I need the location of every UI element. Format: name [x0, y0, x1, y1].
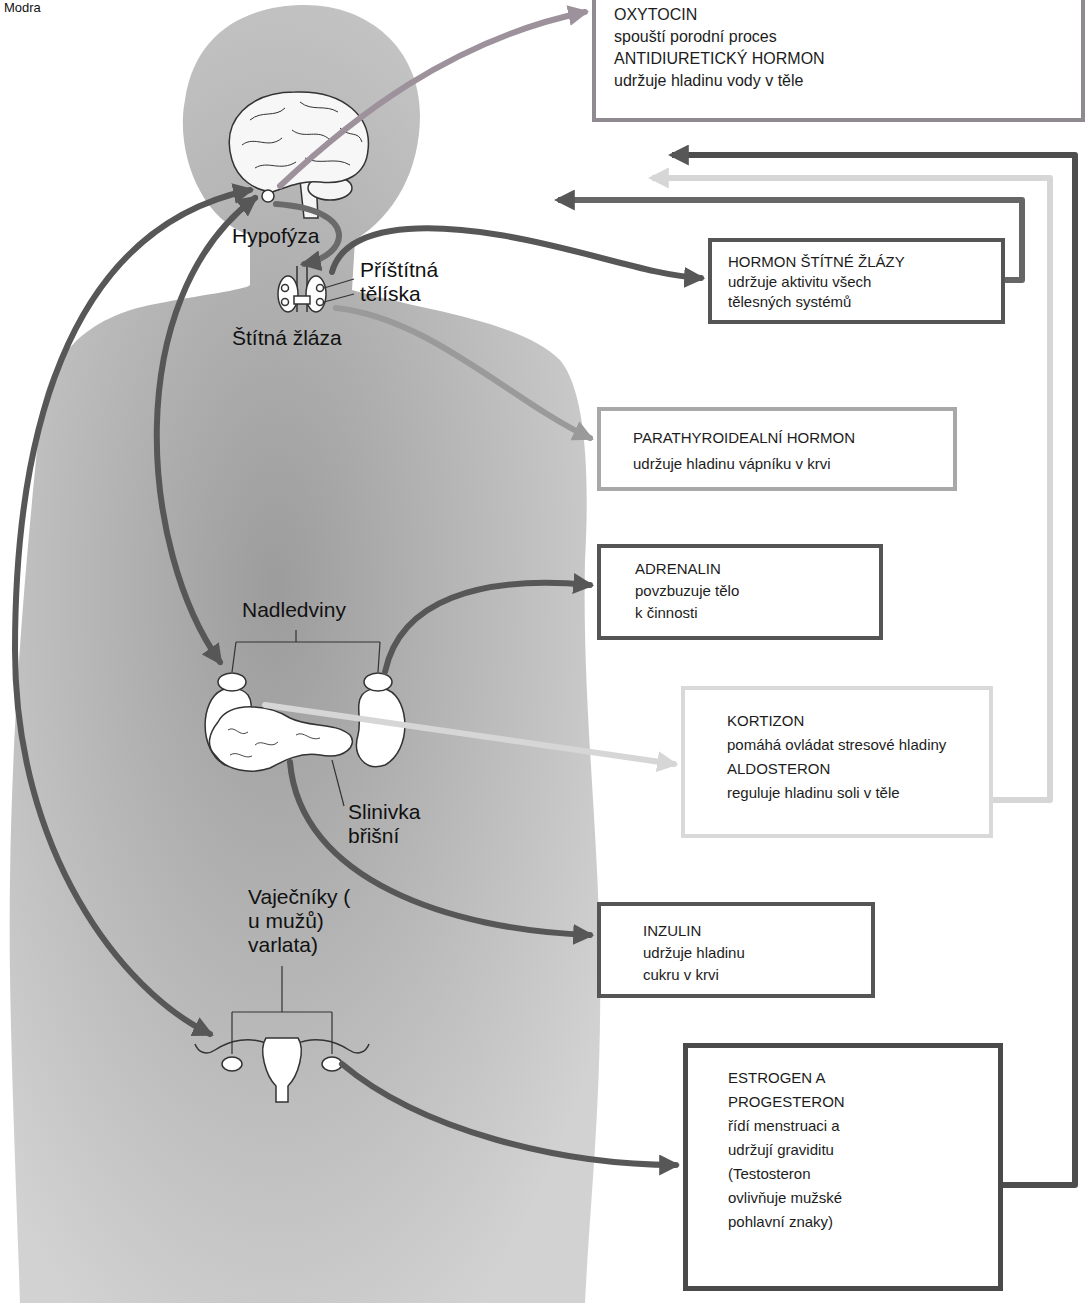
feedback-arrows — [558, 155, 1075, 1185]
hormone-text: ESTROGEN A PROGESTERON — [728, 1066, 868, 1114]
adrenal-gland — [364, 673, 392, 691]
hormone-text: pomáhá ovládat stresové hladiny — [727, 734, 947, 756]
hormone-text: HORMON ŠTÍTNÉ ŽLÁZY — [728, 252, 928, 272]
thyroid — [278, 266, 326, 312]
trachea — [297, 266, 307, 312]
parathyroid — [282, 285, 289, 292]
uterus-and-ovaries — [195, 1038, 369, 1102]
body-silhouette — [10, 5, 601, 1303]
hormone-text: udržuje hladinu cukru v krvi — [643, 942, 773, 986]
hormone-text: reguluje hladinu soli v těle — [727, 782, 947, 804]
uterus — [263, 1038, 302, 1102]
hormone-text: ANTIDIURETICKÝ HORMON — [614, 48, 1054, 70]
hormone-text: (Testosteron ovlivňuje mužské pohlavní z… — [728, 1162, 868, 1234]
hormone-arrow — [342, 1064, 676, 1165]
organ-label: Příštítná tělíska — [360, 258, 460, 306]
cerebrum — [229, 92, 368, 192]
hormone-text: udržuje hladinu vody v těle — [614, 70, 1054, 92]
thyroid-isthmus — [294, 296, 310, 304]
parathyroid — [317, 285, 324, 292]
hormone-arrow — [385, 583, 590, 672]
leader-line — [324, 279, 354, 302]
hormone-arrow — [280, 12, 585, 186]
organ-label: Nadledviny — [242, 598, 346, 622]
hormone-text: udržuje aktivitu všech tělesných systémů — [728, 272, 928, 312]
hormone-text: PARATHYROIDEALNÍ HORMON — [633, 427, 933, 449]
hormone-box: ESTROGEN A PROGESTERONřídí menstruaci a … — [683, 1043, 1003, 1291]
bracket — [232, 630, 380, 672]
hormone-text: ALDOSTERON — [727, 758, 947, 780]
adrenal-gland — [218, 673, 246, 691]
pancreas-texture — [228, 729, 320, 757]
parathyroid — [282, 299, 289, 306]
thyroid-lobe — [278, 276, 298, 312]
thyroid-lobe — [306, 276, 326, 312]
hormone-text: řídí menstruaci a udržují graviditu — [728, 1114, 868, 1162]
organ-label: Hypofýza — [232, 224, 320, 248]
brain-folds — [242, 102, 362, 168]
hormone-text: spouští porodní proces — [614, 26, 1054, 48]
hormone-text: povzbuzuje tělo k činnosti — [635, 580, 749, 624]
hormone-text: udržuje hladinu vápníku v krvi — [633, 453, 933, 475]
hormone-text: KORTIZON — [727, 710, 947, 732]
hormone-arrow — [15, 190, 250, 1034]
ovary — [222, 1057, 242, 1071]
hormone-arrow — [157, 198, 255, 662]
hormone-text: OXYTOCIN — [614, 4, 1054, 26]
hormone-box: INZULINudržuje hladinu cukru v krvi — [597, 902, 875, 998]
hormone-text: INZULIN — [643, 920, 773, 942]
organ-label: Slinivka břišní — [348, 800, 443, 848]
bracket — [232, 966, 332, 1054]
hormone-box: HORMON ŠTÍTNÉ ŽLÁZYudržuje aktivitu všec… — [708, 238, 1005, 324]
organ-label: Modra — [4, 0, 41, 16]
hormone-box: KORTIZONpomáhá ovládat stresové hladinyA… — [681, 686, 993, 838]
organ-label: Vaječníky ( u mužů) varlata) — [248, 885, 356, 957]
parathyroid — [317, 299, 324, 306]
hormone-arrow — [290, 762, 590, 935]
hormone-arrow — [265, 705, 674, 764]
leader-line — [332, 760, 344, 806]
hormone-arrow — [336, 308, 590, 438]
organ-label: Štítná žláza — [232, 326, 342, 350]
hormone-text: ADRENALIN — [635, 558, 749, 580]
pituitary-gland — [262, 190, 274, 202]
hormone-box: ADRENALINpovzbuzuje tělo k činnosti — [597, 544, 883, 640]
hormone-box: OXYTOCINspouští porodní procesANTIDIURET… — [592, 0, 1085, 122]
kidney — [357, 688, 405, 767]
hormone-box: PARATHYROIDEALNÍ HORMON udržuje hladinu v… — [597, 407, 957, 491]
feedback-arrow — [672, 155, 1075, 1185]
